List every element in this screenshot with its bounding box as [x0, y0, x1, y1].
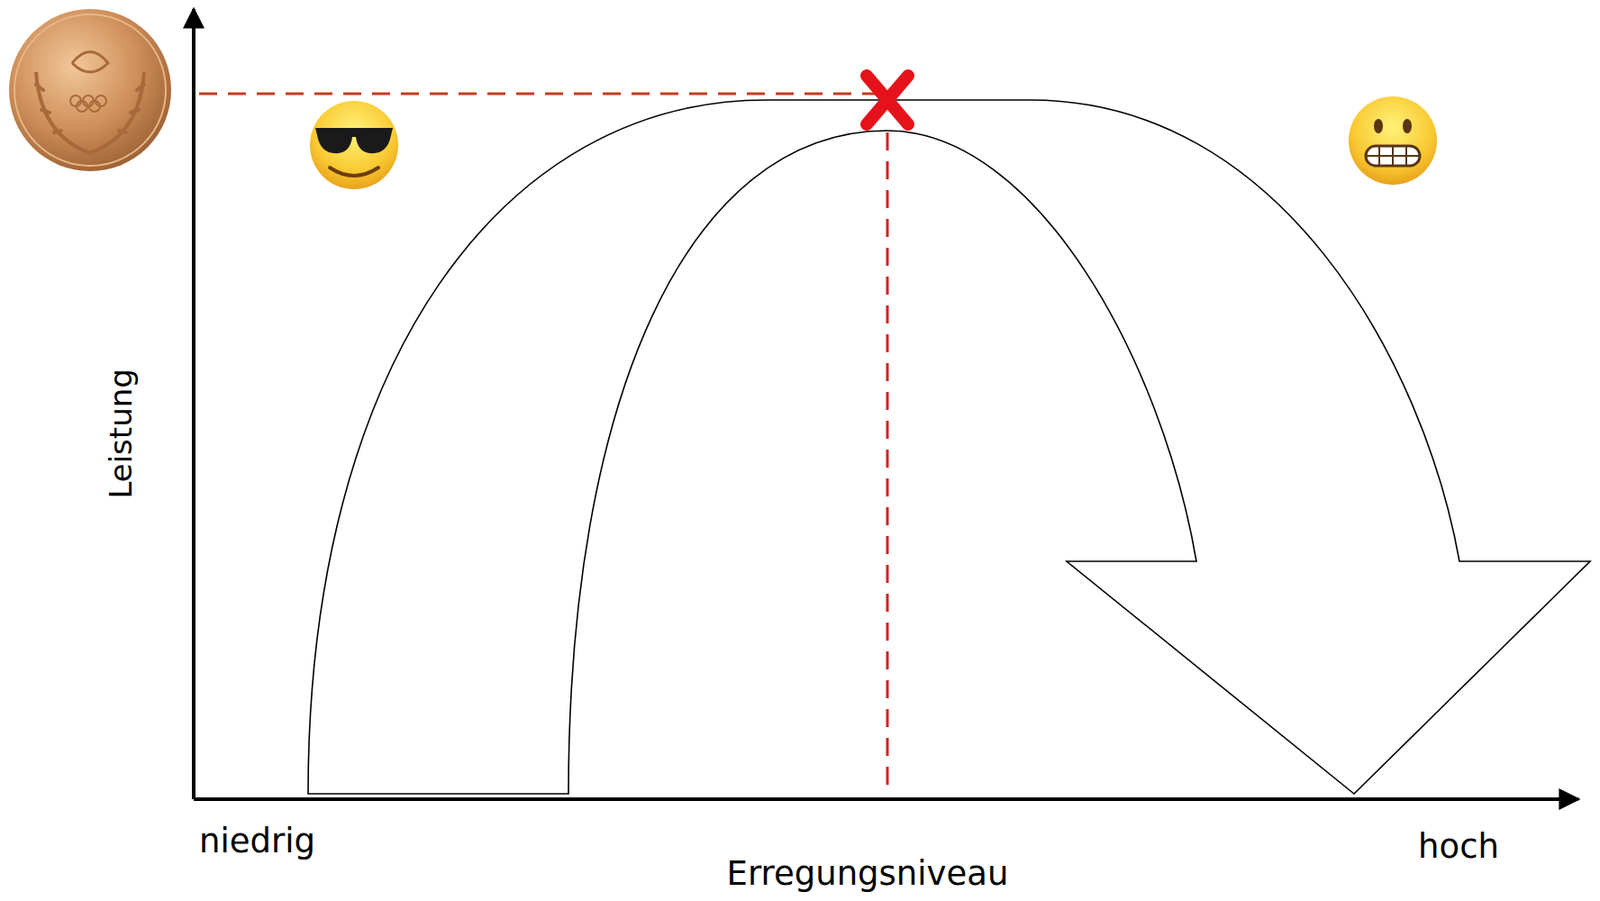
optimum-cross — [866, 75, 909, 125]
cool-emoji — [309, 100, 399, 190]
x-axis — [193, 797, 1579, 801]
y-axis — [191, 9, 196, 800]
axis-tick-label: hoch — [1418, 827, 1500, 867]
optimum-guide — [886, 132, 890, 794]
axis-title: Erregungsniveau — [727, 854, 1010, 894]
axis-tick-label: niedrig — [199, 821, 316, 862]
grimace-emoji — [1348, 96, 1437, 185]
axis-title: Leistung — [102, 368, 140, 499]
peak-guide — [199, 92, 879, 96]
bronze-medal — [9, 9, 172, 172]
curved-arrow — [308, 100, 1591, 794]
